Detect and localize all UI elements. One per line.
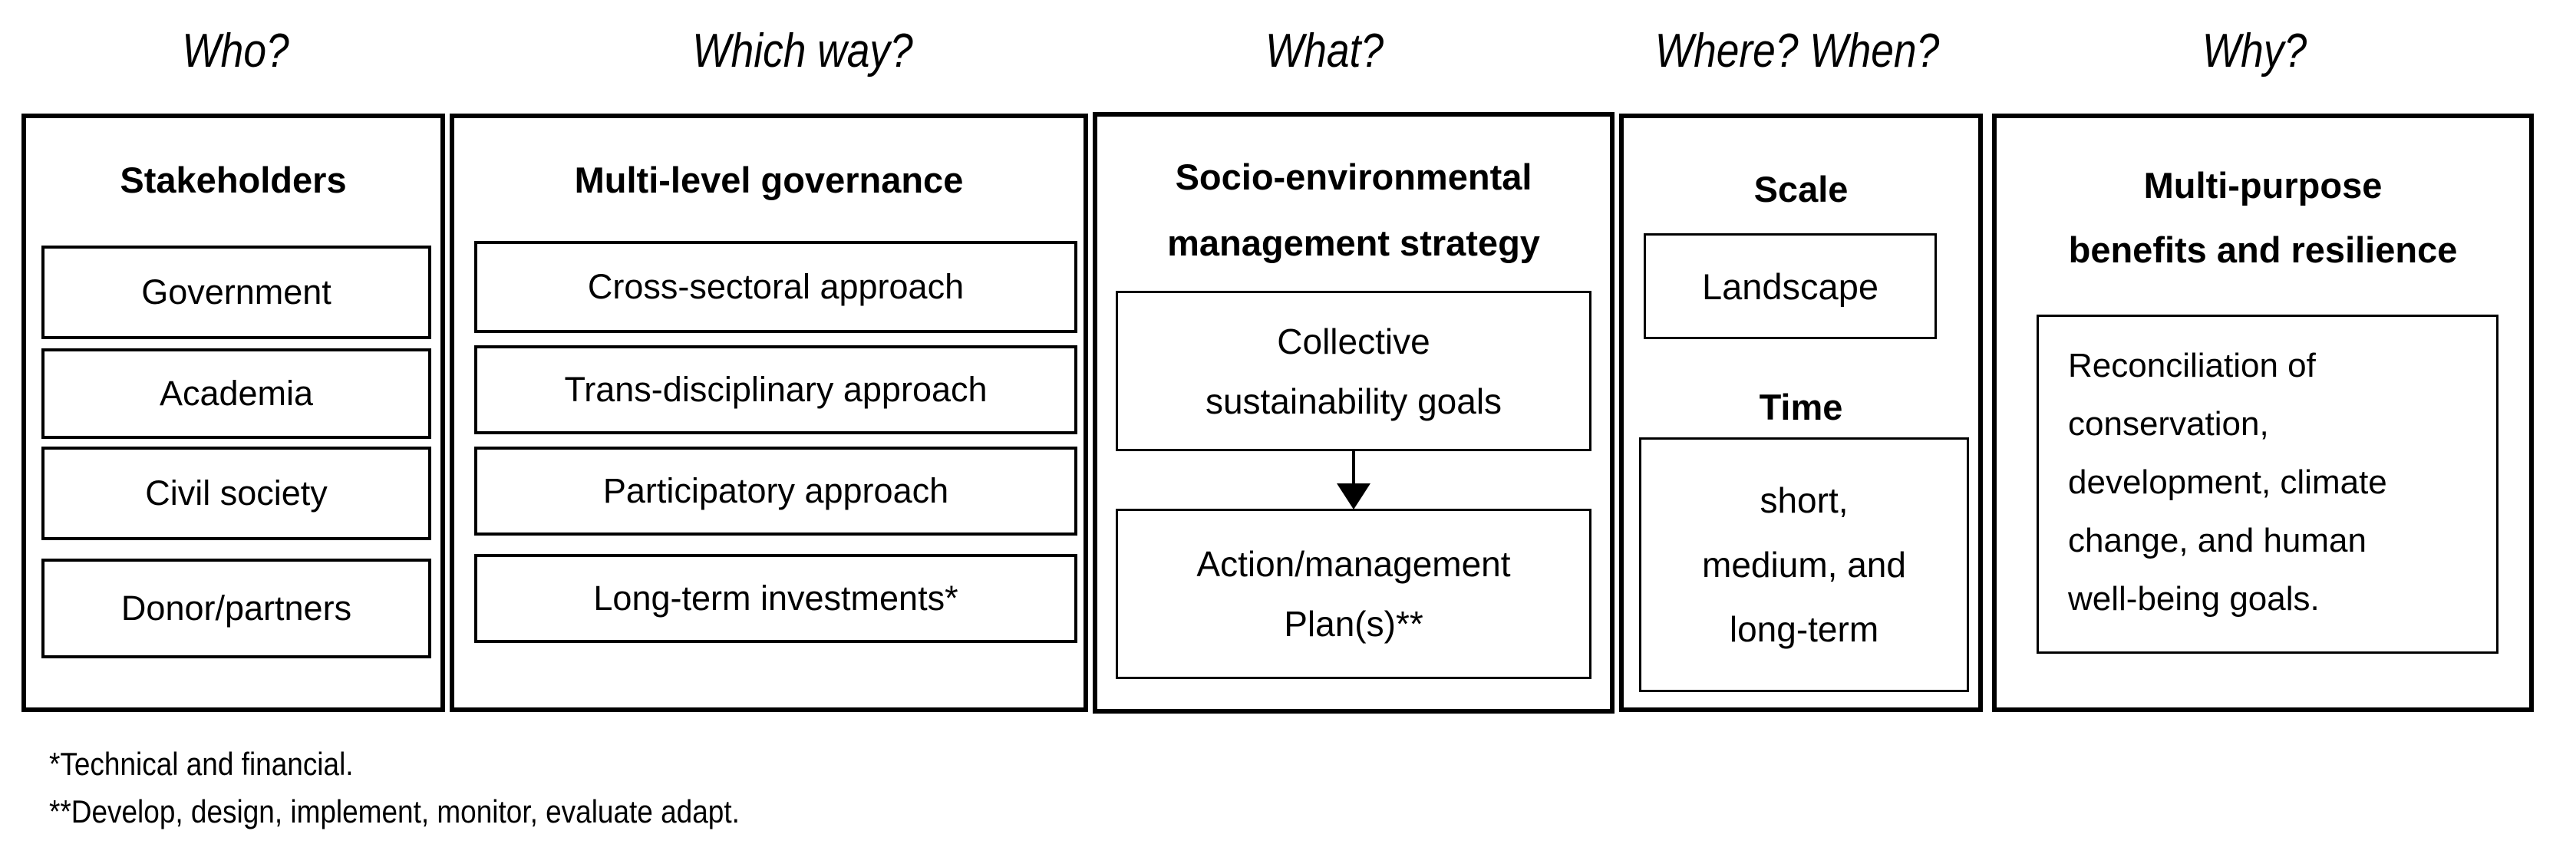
governance-label: Trans-disciplinary approach [564, 370, 988, 409]
governance-title: Multi-level governance [574, 160, 964, 200]
stakeholder-box-civil-society: Civil society [41, 447, 431, 540]
header-question-which-way: Which way? [692, 25, 913, 77]
benefits-box: Reconciliation of conservation, developm… [2037, 315, 2498, 654]
stakeholder-label: Civil society [145, 473, 328, 513]
header-question-what: What? [1265, 25, 1384, 77]
footnote-develop-design: **Develop, design, implement, monitor, e… [49, 793, 740, 829]
down-arrow-icon [1337, 483, 1370, 509]
stakeholder-label: Government [141, 272, 331, 312]
action-plan-label: Action/management Plan(s)** [1196, 544, 1511, 644]
column-scale-time: Scale Landscape Time short, medium, and … [1619, 114, 1983, 712]
stakeholder-box-government: Government [41, 246, 431, 339]
header-question-where-when: Where? When? [1654, 25, 1940, 77]
benefits-title: Multi-purpose benefits and resilience [2068, 165, 2458, 270]
collective-goals-label: Collective sustainability goals [1205, 321, 1502, 421]
governance-box-participatory: Participatory approach [474, 447, 1077, 536]
header-question-why: Why? [2202, 25, 2307, 77]
down-arrow-line [1352, 451, 1355, 485]
scale-title: Scale [1753, 169, 1849, 209]
stakeholder-label: Academia [159, 374, 314, 413]
footnote-technical-financial: *Technical and financial. [49, 746, 354, 782]
action-plan-box: Action/management Plan(s)** [1116, 509, 1591, 679]
governance-box-trans-disciplinary: Trans-disciplinary approach [474, 345, 1077, 434]
collective-goals-box: Collective sustainability goals [1116, 291, 1591, 451]
governance-label: Long-term investments* [593, 579, 958, 618]
stakeholder-box-donor-partners: Donor/partners [41, 559, 431, 658]
time-title: Time [1759, 387, 1843, 427]
governance-box-cross-sectoral: Cross-sectoral approach [474, 241, 1077, 333]
column-benefits: Multi-purpose benefits and resilience Re… [1992, 114, 2534, 712]
landscape-label: Landscape [1702, 265, 1878, 307]
header-question-who: Who? [182, 25, 289, 77]
stakeholder-label: Donor/partners [120, 589, 352, 628]
landscape-box: Landscape [1644, 233, 1937, 339]
governance-label: Cross-sectoral approach [587, 267, 965, 306]
stakeholder-box-academia: Academia [41, 348, 431, 439]
column-governance: Multi-level governance Cross-sectoral ap… [450, 114, 1088, 712]
governance-box-long-term-investments: Long-term investments* [474, 554, 1077, 643]
stakeholders-title: Stakeholders [120, 160, 347, 200]
strategy-title: Socio-environmental management strategy [1167, 157, 1540, 263]
time-box: short, medium, and long-term [1639, 437, 1969, 692]
governance-label: Participatory approach [602, 471, 949, 510]
column-stakeholders: Stakeholders Government Academia Civil s… [21, 114, 445, 712]
column-strategy: Socio-environmental management strategy … [1093, 112, 1615, 714]
time-label: short, medium, and long-term [1702, 480, 1906, 649]
